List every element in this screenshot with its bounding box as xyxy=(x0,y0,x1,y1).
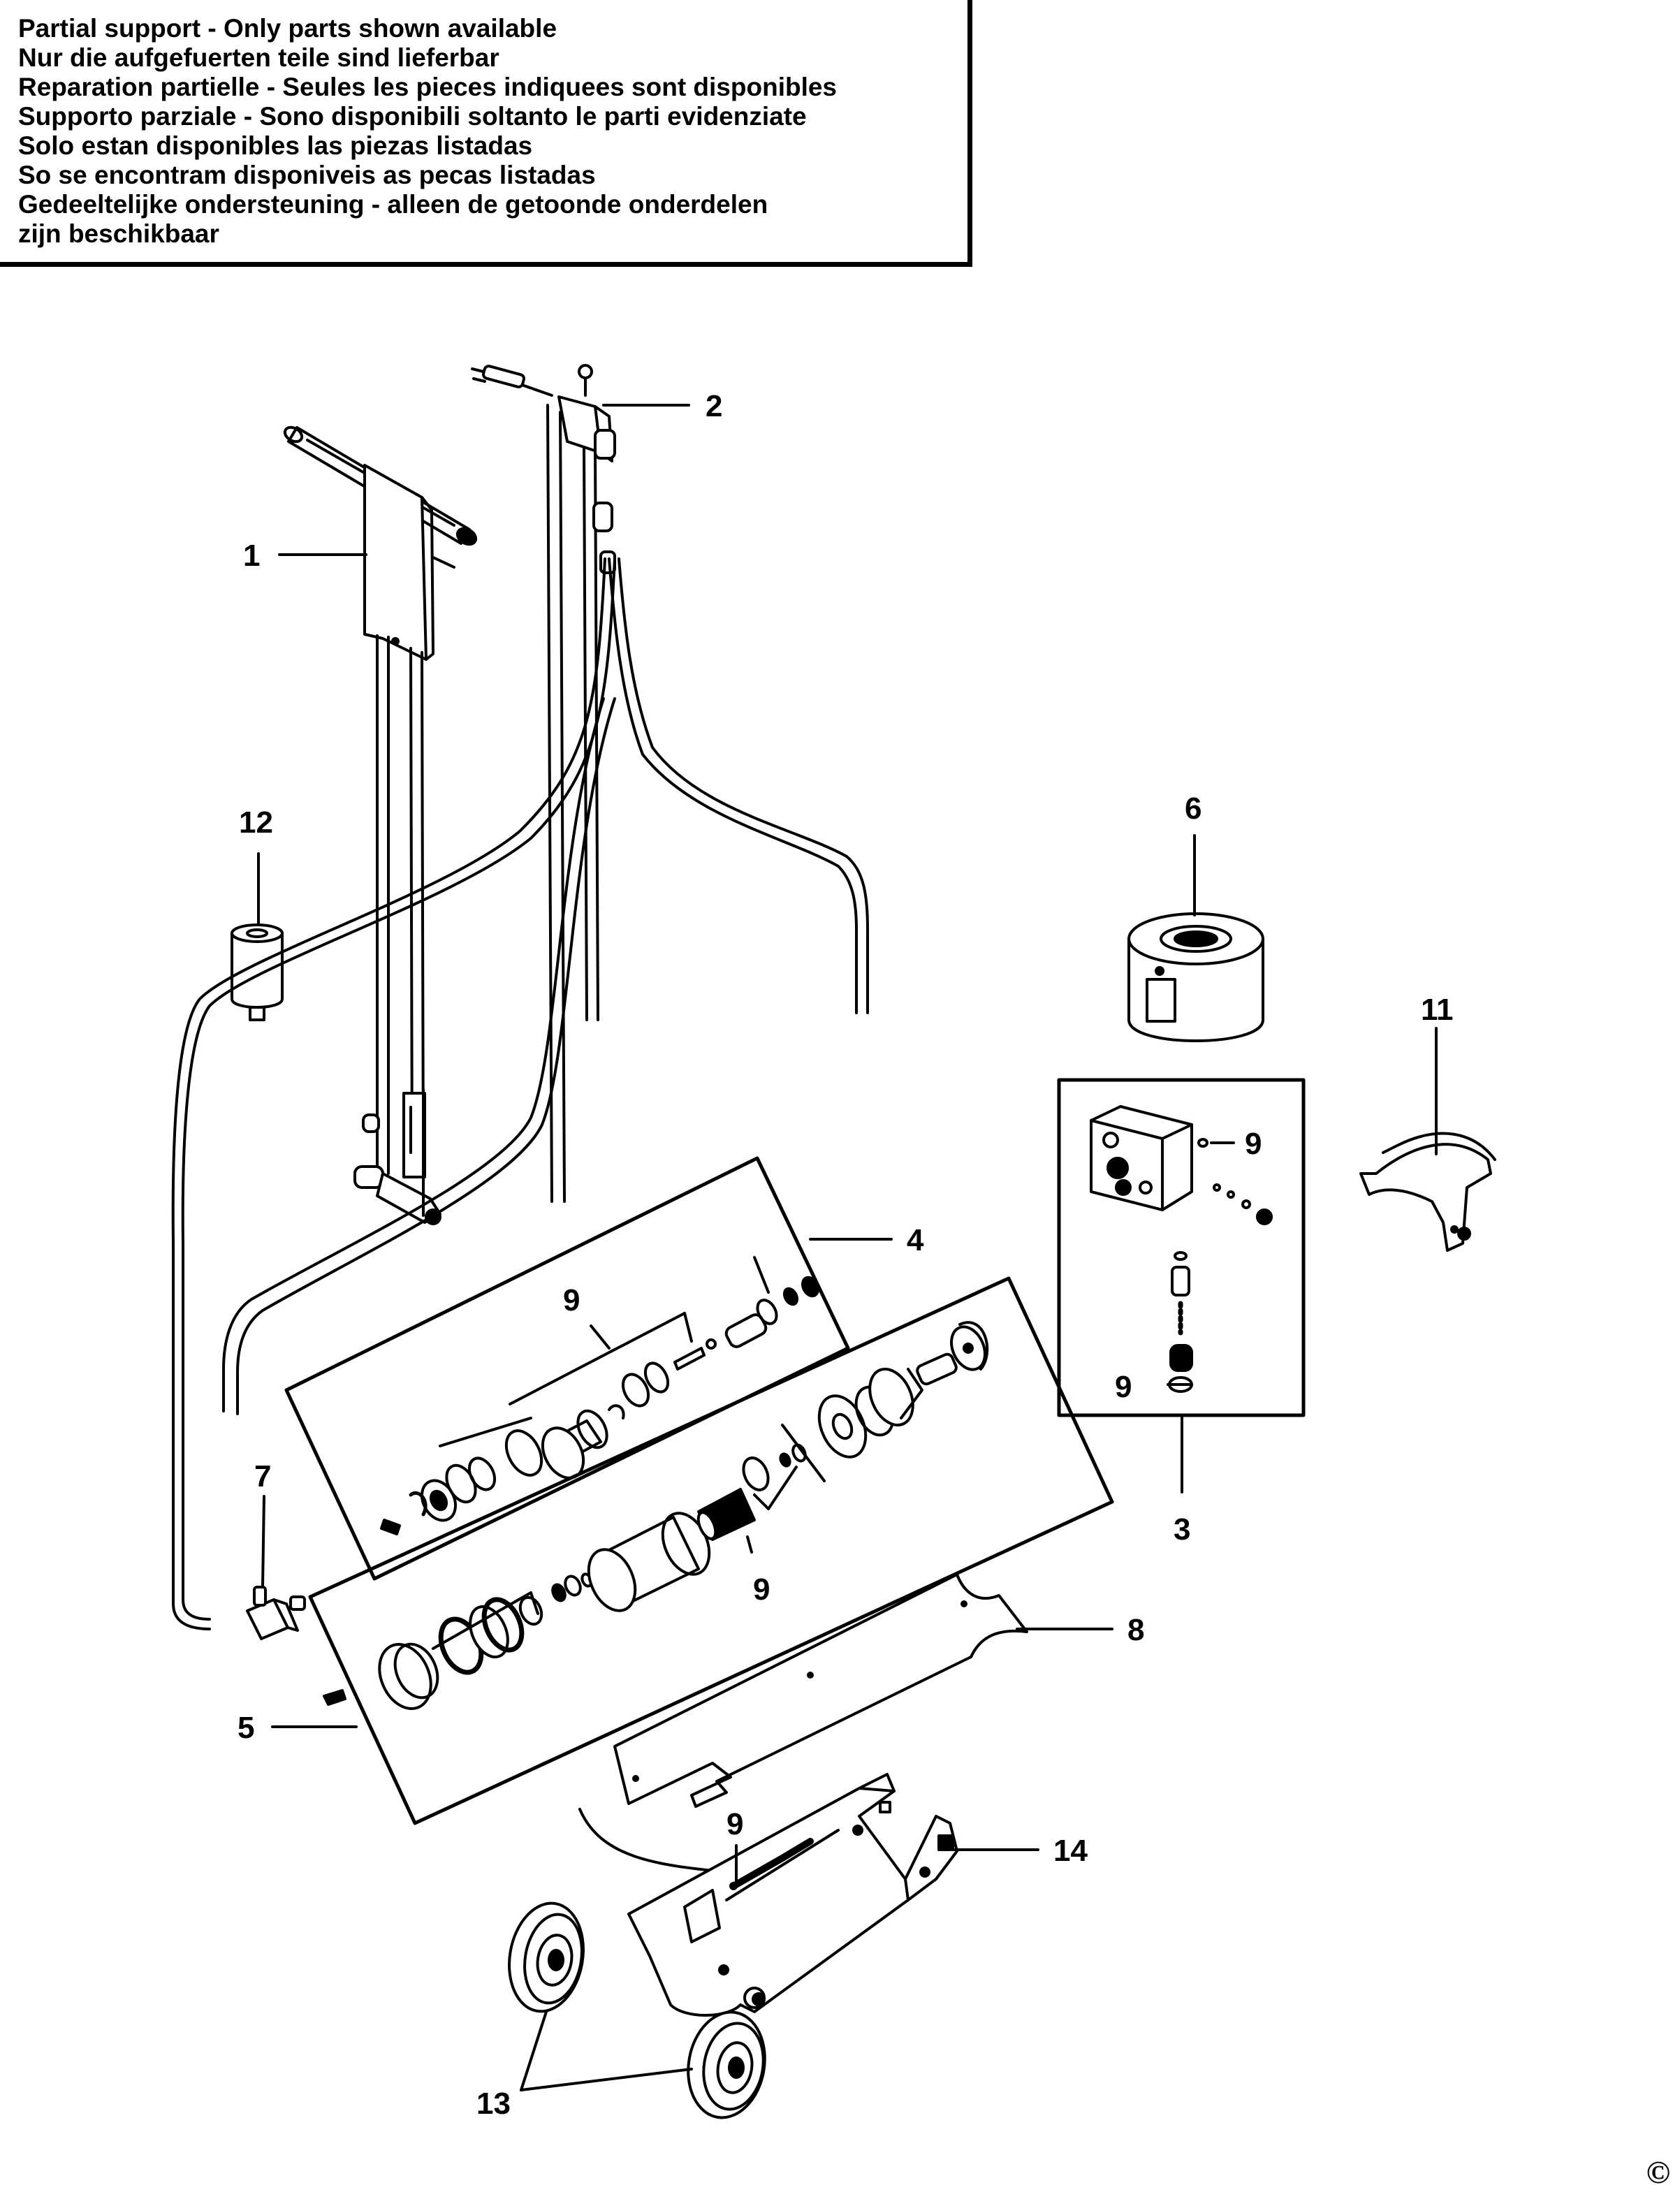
copyright-mark: © xyxy=(1646,2154,1670,2190)
leader-lines xyxy=(257,404,1438,2091)
part-4-seal-kit-box xyxy=(284,1156,850,1581)
part-13-wheels xyxy=(508,1901,766,2119)
callout-5: 5 xyxy=(238,1711,254,1745)
callout-8: 8 xyxy=(1127,1613,1144,1647)
callout-9-pump-kit: 9 xyxy=(563,1283,580,1317)
callout-11: 11 xyxy=(1421,993,1454,1027)
callout-9-chassis: 9 xyxy=(726,1807,743,1841)
callout-4: 4 xyxy=(907,1223,924,1257)
partial-support-notice: Partial support - Only parts shown avail… xyxy=(0,0,972,267)
callout-13: 13 xyxy=(476,2087,511,2121)
callout-2: 2 xyxy=(706,389,722,423)
notice-line-pt: So se encontram disponiveis as pecas lis… xyxy=(18,161,596,189)
part-2-pump-head xyxy=(171,364,869,1630)
notice-line-de: Nur die aufgefuerten teile sind lieferba… xyxy=(18,43,499,72)
part-1-handle-assembly xyxy=(283,425,478,1225)
callout-12: 12 xyxy=(239,805,273,840)
part-7-fitting xyxy=(246,1586,306,1640)
notice-line-it: Supporto parziale - Sono disponibili sol… xyxy=(18,102,807,131)
notice-line-nl-cont: zijn beschikbaar xyxy=(18,219,219,248)
callout-9-cylinder-kit: 9 xyxy=(753,1572,770,1607)
callout-14: 14 xyxy=(1053,1834,1088,1868)
callout-1: 1 xyxy=(243,539,260,573)
part-11-clamp xyxy=(1359,1132,1496,1252)
part-6-reservoir xyxy=(1127,912,1264,1042)
callout-numbers: 1 2 3 4 5 6 7 8 9 9 9 9 9 11 12 13 14 xyxy=(238,389,1454,2121)
part-12-filter xyxy=(231,923,284,1021)
callout-7: 7 xyxy=(254,1459,271,1493)
part-3-valve-box xyxy=(1057,1078,1306,1417)
part-14-jack-chassis xyxy=(578,1773,958,2017)
notice-line-en: Partial support - Only parts shown avail… xyxy=(18,14,557,43)
callout-3: 3 xyxy=(1174,1512,1190,1547)
notice-line-nl: Gedeeltelijke ondersteuning - alleen de … xyxy=(18,190,768,219)
callout-9-valve-bottom: 9 xyxy=(1115,1370,1132,1404)
part-5-seal-kit-box xyxy=(308,1276,1114,1825)
part-8-cover-plate xyxy=(613,1573,1028,1808)
callout-9-valve-top: 9 xyxy=(1245,1127,1262,1161)
notice-line-es: Solo estan disponibles las piezas listad… xyxy=(18,131,533,160)
callout-6: 6 xyxy=(1185,791,1201,826)
notice-line-fr: Reparation partielle - Seules les pieces… xyxy=(18,73,838,101)
